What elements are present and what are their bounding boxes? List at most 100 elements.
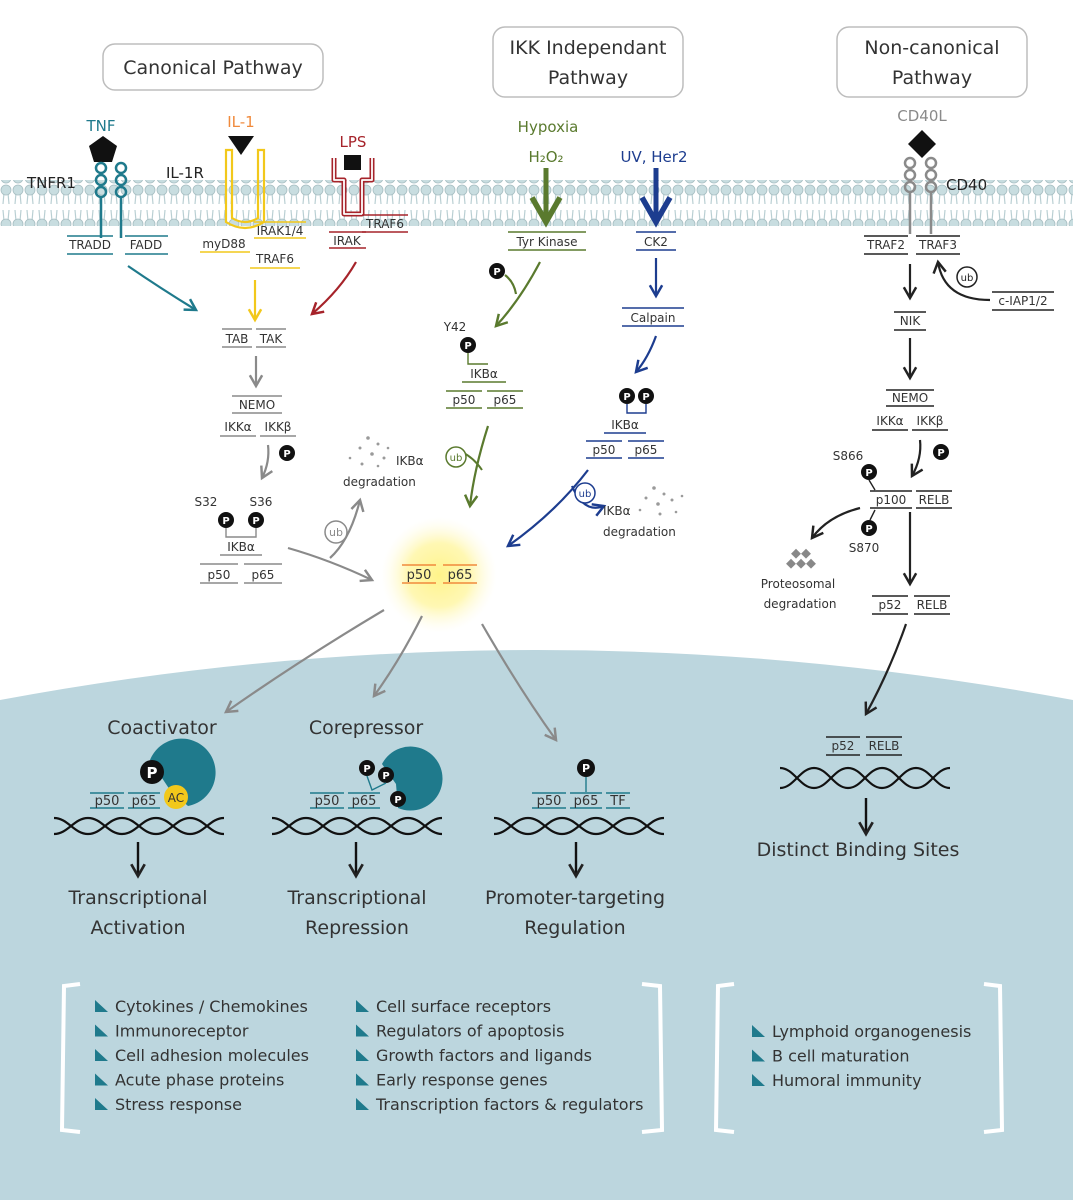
proteosomal-label: Proteosomal xyxy=(761,577,835,591)
arrow-lps-to-tak xyxy=(310,261,357,316)
svg-text:IKBα: IKBα xyxy=(611,418,639,432)
corepressor-dimer: p50 p65 xyxy=(310,792,380,809)
myd88-adaptor: myD88 xyxy=(200,237,250,253)
svg-text:IKBα: IKBα xyxy=(470,367,498,381)
ubiquitin-icon: ub xyxy=(324,520,348,544)
degradation-dots-icon xyxy=(348,436,390,468)
gene-list-item: Humoral immunity xyxy=(772,1071,922,1090)
cd40l-ligand-icon xyxy=(908,130,936,158)
svg-text:TRAF6: TRAF6 xyxy=(365,217,404,231)
svg-text:Pathway: Pathway xyxy=(548,67,628,89)
arrow-tnf-to-tak xyxy=(127,265,199,312)
traf6-il1-adaptor: TRAF6 xyxy=(250,252,300,269)
svg-text:IKBα: IKBα xyxy=(227,540,255,554)
gene-list-item: Cell adhesion molecules xyxy=(115,1046,309,1065)
bullet-icon xyxy=(95,1049,108,1061)
svg-text:IRAK: IRAK xyxy=(333,234,362,248)
nik-kinase: NIK xyxy=(894,311,926,331)
phospho-icon: P xyxy=(861,464,877,480)
gene-list-left-col1: Cytokines / ChemokinesImmunoreceptorCell… xyxy=(95,997,309,1114)
svg-text:IKKα: IKKα xyxy=(876,414,903,428)
bullet-icon xyxy=(356,1000,369,1012)
svg-text:Non-canonical: Non-canonical xyxy=(864,37,999,59)
lps-label: LPS xyxy=(340,133,367,151)
svg-text:P: P xyxy=(623,392,630,403)
ciap-adaptor: c-IAP1/2 xyxy=(992,291,1054,311)
svg-text:P: P xyxy=(582,762,590,775)
gene-list-item: Lymphoid organogenesis xyxy=(772,1022,971,1041)
svg-text:p50: p50 xyxy=(453,393,476,407)
svg-text:ub: ub xyxy=(329,526,343,539)
svg-text:P: P xyxy=(642,392,649,403)
svg-text:RELB: RELB xyxy=(919,493,950,507)
svg-text:IKKβ: IKKβ xyxy=(917,414,944,428)
svg-text:AC: AC xyxy=(168,791,184,805)
ikk-indep-degradation-label: IKBα xyxy=(603,504,631,518)
traf6-lps-adaptor: TRAF6 xyxy=(362,214,408,233)
gene-list-item: Cytokines / Chemokines xyxy=(115,997,308,1016)
phospho-icon: P xyxy=(140,760,164,784)
svg-text:P: P xyxy=(493,267,500,278)
gene-list-item: Acute phase proteins xyxy=(115,1071,284,1090)
coactivator-shape-icon xyxy=(150,738,216,806)
coactivator-label: Coactivator xyxy=(107,717,217,739)
activation-label: Transcriptional xyxy=(67,887,207,909)
irak-adaptor: IRAK xyxy=(329,231,366,249)
svg-text:p50: p50 xyxy=(95,794,120,809)
svg-text:NIK: NIK xyxy=(900,314,922,328)
ikba-ikk-indep-right: IKBα p50 p65 xyxy=(586,418,664,459)
svg-text:IRAK1/4: IRAK1/4 xyxy=(257,224,304,238)
s36-label: S36 xyxy=(250,495,273,509)
tnfr1-label: TNFR1 xyxy=(26,174,76,192)
svg-text:TRAF2: TRAF2 xyxy=(866,238,905,252)
svg-text:P: P xyxy=(147,764,158,782)
phospho-icon: P xyxy=(359,760,375,776)
gene-list-item: Transcription factors & regulators xyxy=(375,1095,643,1114)
tnf-label: TNF xyxy=(85,117,115,135)
nucleus-region xyxy=(0,650,1073,1200)
svg-text:RELB: RELB xyxy=(917,598,948,612)
svg-text:p100: p100 xyxy=(876,493,907,507)
bullet-icon xyxy=(356,1098,369,1110)
svg-text:ub: ub xyxy=(579,489,592,500)
bullet-icon xyxy=(752,1025,765,1037)
fadd-adaptor: FADD xyxy=(125,235,168,255)
degradation-dots-icon xyxy=(638,486,684,516)
gene-list-item: Regulators of apoptosis xyxy=(376,1022,564,1041)
canonical-degradation-label: IKBα xyxy=(396,454,424,468)
bullet-icon xyxy=(356,1024,369,1037)
bullet-icon xyxy=(95,1024,108,1037)
svg-text:FADD: FADD xyxy=(130,238,163,252)
phospho-icon: P xyxy=(218,512,234,528)
svg-text:p52: p52 xyxy=(879,598,902,612)
h2o2-label: H₂O₂ xyxy=(528,148,563,166)
nfkb-glow xyxy=(381,517,497,633)
gene-list-item: Growth factors and ligands xyxy=(376,1046,592,1065)
phospho-icon: P xyxy=(378,767,394,783)
svg-text:IKKβ: IKKβ xyxy=(265,420,292,434)
svg-text:P: P xyxy=(252,516,259,527)
svg-text:RELB: RELB xyxy=(869,739,900,753)
gene-list-item: B cell maturation xyxy=(772,1047,910,1066)
svg-text:ub: ub xyxy=(450,453,463,464)
svg-text:TRADD: TRADD xyxy=(68,238,111,252)
gene-list-item: Cell surface receptors xyxy=(376,997,551,1016)
ikk-indep-degradation-label: degradation xyxy=(603,525,676,539)
tab-tak-complex: TAB TAK xyxy=(222,328,286,348)
proteosomal-degradation-icon xyxy=(786,548,816,569)
svg-text:p65: p65 xyxy=(494,393,517,407)
uv-her2-label: UV, Her2 xyxy=(621,148,688,166)
svg-text:p65: p65 xyxy=(252,568,275,582)
phospho-icon: P xyxy=(577,759,595,777)
svg-text:p50: p50 xyxy=(407,568,432,583)
svg-text:p50: p50 xyxy=(208,568,231,582)
cd40-receptor-icon xyxy=(903,156,938,234)
phospho-icon: P xyxy=(861,520,877,536)
ikk-complex-canonical: NEMO IKKα IKKβ xyxy=(220,395,296,437)
phospho-icon: P xyxy=(638,388,654,404)
nfkb-dimer-center: p50 p65 xyxy=(402,564,477,584)
traf2-adaptor: TRAF2 xyxy=(864,235,908,255)
promoter-label: Promoter-targeting xyxy=(485,887,665,909)
tradd-adaptor: TRADD xyxy=(67,235,113,255)
